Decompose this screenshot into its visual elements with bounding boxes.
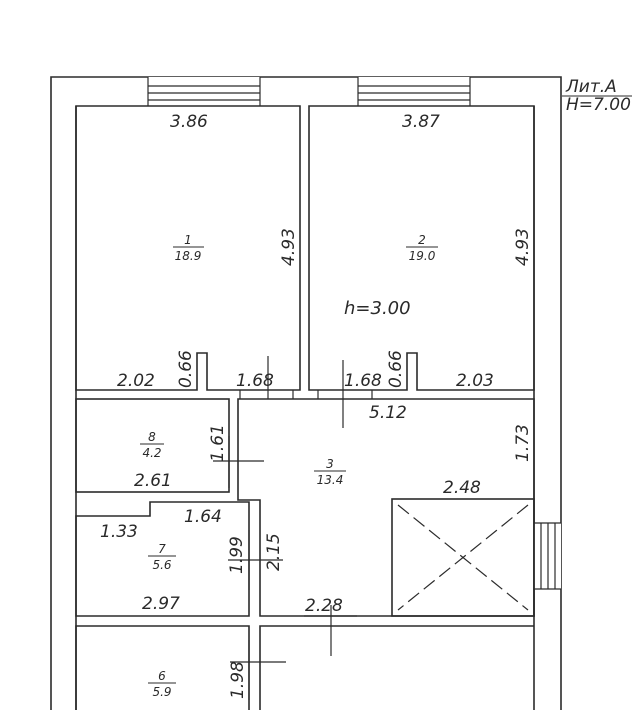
stair-opening	[391, 498, 535, 617]
room-1-outline	[75, 105, 301, 391]
dim-r7-top: 1.64	[184, 507, 222, 527]
room-number: 3	[326, 457, 334, 471]
dim-r3-top: 5.12	[369, 403, 407, 423]
room-label-1: 1 18.9	[173, 233, 204, 263]
dim-r1-niche: 0.66	[176, 350, 196, 388]
room-label-6: 6 5.9	[148, 669, 176, 699]
door-room-2	[317, 360, 373, 428]
dim-r2-niche: 0.66	[386, 350, 406, 388]
dim-r6-right: 1.98	[228, 661, 248, 699]
dim-r8-right: 1.61	[208, 424, 228, 462]
dim-r1-door: 1.68	[236, 371, 274, 391]
dim-r7-left-top: 1.33	[100, 522, 138, 542]
room-area: 5.6	[152, 558, 171, 572]
room-number: 7	[158, 542, 166, 556]
dim-r1-top: 3.86	[170, 112, 208, 132]
room-label-3: 3 13.4	[314, 457, 346, 487]
room-area: 18.9	[175, 249, 202, 263]
room-number: 6	[158, 669, 166, 683]
room-label-7: 7 5.6	[148, 542, 176, 572]
dim-r3-right: 1.73	[513, 424, 533, 462]
window-right	[534, 522, 561, 590]
liter-label: Лит.А	[565, 77, 617, 97]
room-area: 19.0	[409, 249, 436, 263]
room-area: 4.2	[142, 446, 161, 460]
room-label-8: 8 4.2	[140, 430, 164, 460]
dim-r3-bottom: 2.28	[305, 596, 343, 616]
dim-r1-right: 4.93	[279, 228, 299, 266]
room-area: 5.9	[152, 685, 171, 699]
room-label-2: 2 19.0	[406, 233, 438, 263]
dim-r2-top: 3.87	[402, 112, 440, 132]
dim-r3-left: 2.15	[264, 533, 284, 571]
room-number: 8	[148, 430, 156, 444]
dim-r3-stair: 2.48	[443, 478, 481, 498]
building-height-label: H=7.00	[566, 95, 631, 115]
room-bottom-right-outline	[259, 625, 534, 710]
dim-r2-bottom: 2.03	[456, 371, 494, 391]
ceiling-height-label: h=3.00	[344, 298, 411, 319]
window-top-right	[357, 77, 471, 106]
title-block: Лит.А H=7.00	[562, 77, 632, 115]
room-number: 1	[184, 233, 192, 247]
dim-r1-bottom-left: 2.02	[117, 371, 155, 391]
room-number: 2	[418, 233, 426, 247]
window-top-left	[147, 77, 261, 106]
dim-r2-door: 1.68	[344, 371, 382, 391]
room-2-outline	[308, 105, 535, 391]
room-7-outline	[75, 501, 250, 617]
dim-r8-bottom: 2.61	[134, 471, 172, 491]
room-3-outline	[237, 398, 535, 617]
room-area: 13.4	[317, 473, 344, 487]
dim-r7-bottom: 2.97	[142, 594, 180, 614]
dim-r7-right: 1.99	[227, 536, 247, 574]
door-room-1	[239, 356, 294, 399]
dim-r2-right: 4.93	[513, 228, 533, 266]
